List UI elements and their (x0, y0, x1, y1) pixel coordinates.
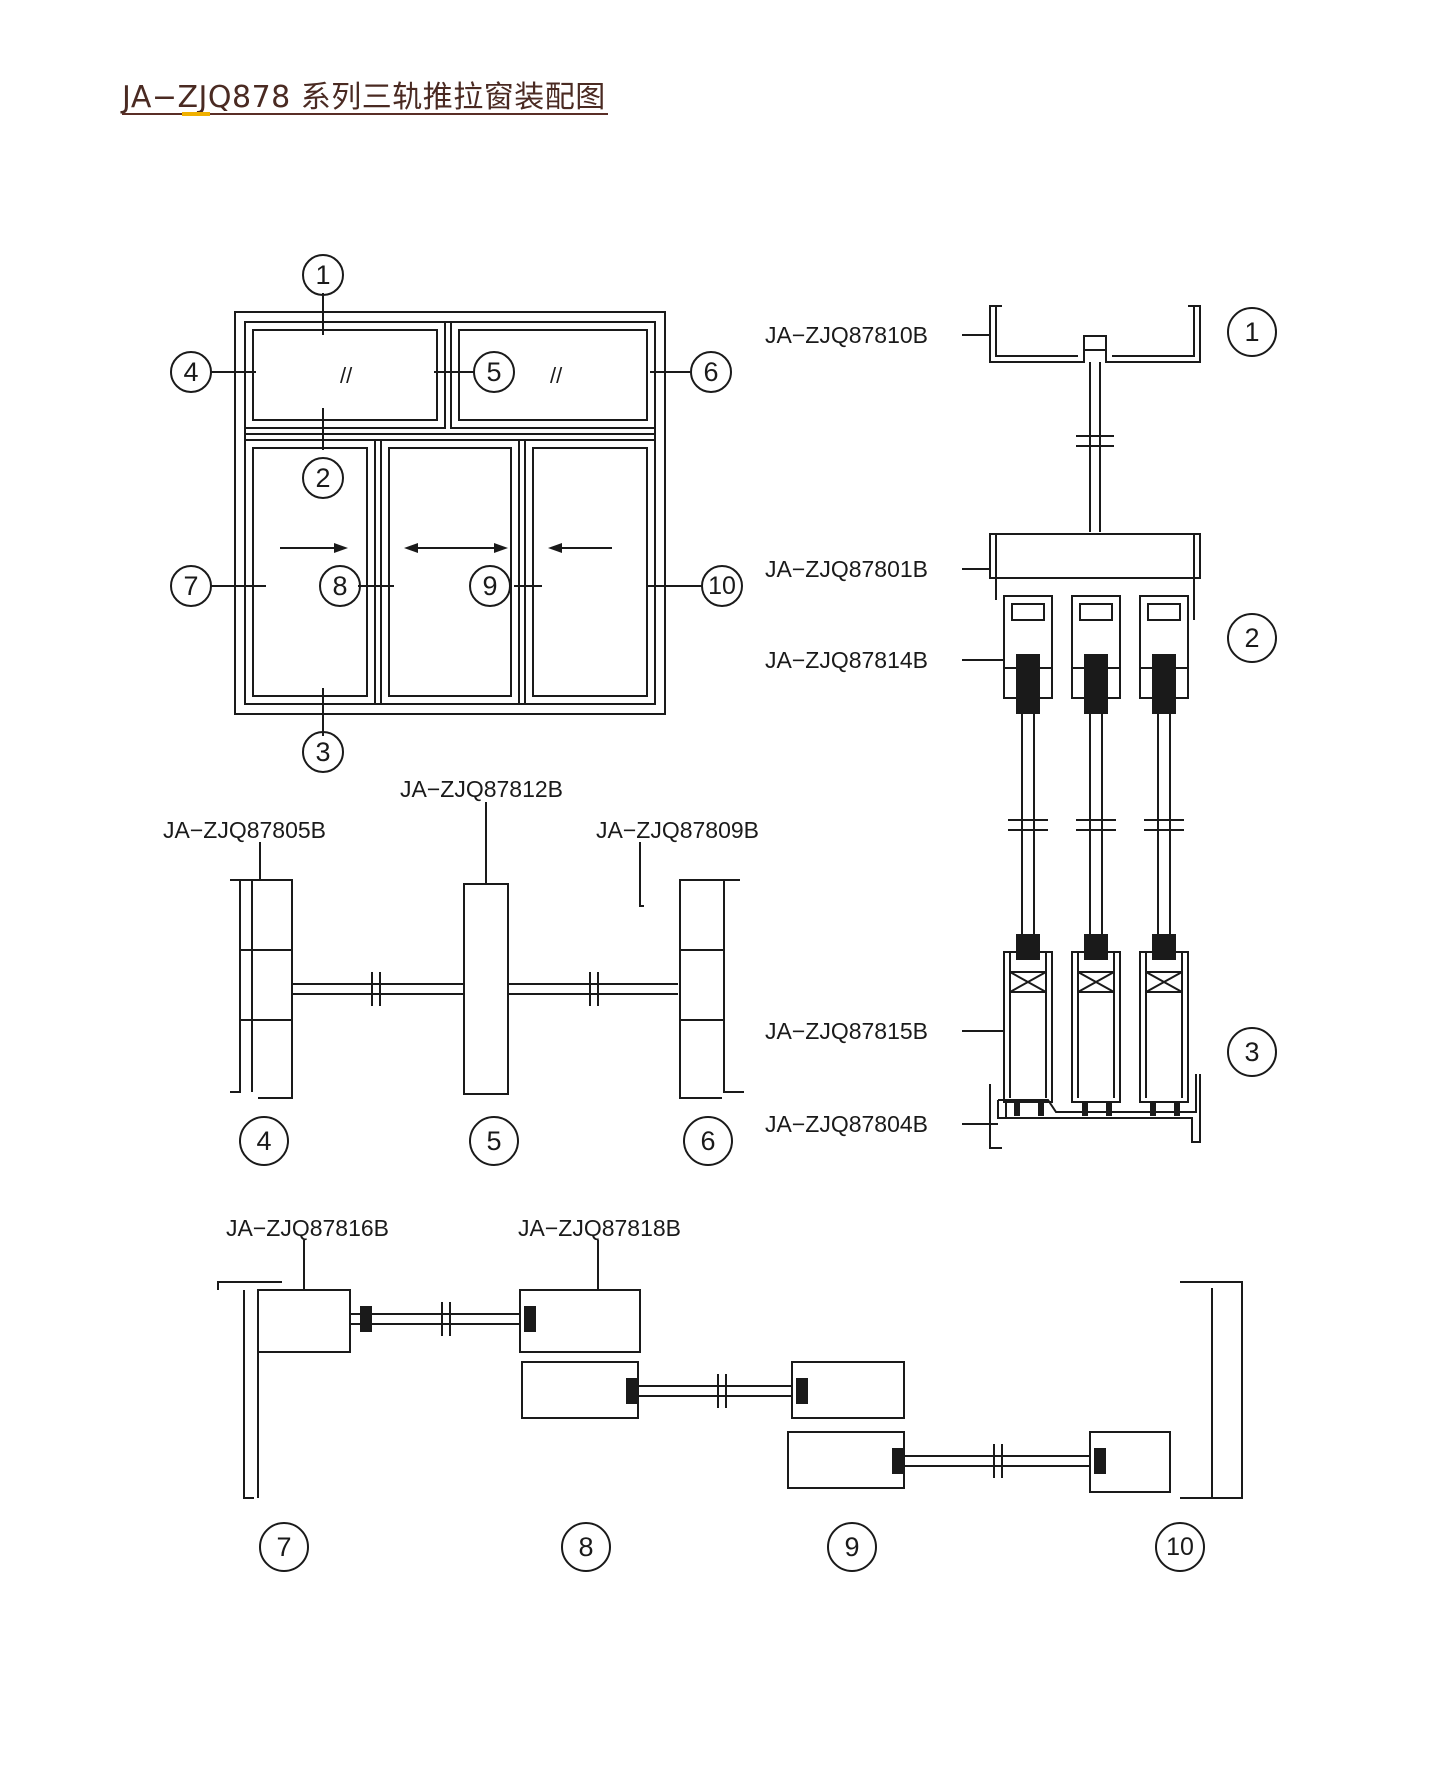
profile-87812B (463, 883, 509, 1095)
marker-circle-4 (170, 351, 212, 393)
hsec-circle-8 (561, 1522, 611, 1572)
hsec-circle-7 (259, 1522, 309, 1572)
glass-mark-right: // (550, 363, 563, 388)
tsec-marker-4: 4 (256, 1126, 271, 1156)
marker-7: 7 (183, 571, 198, 601)
outer-frame (234, 311, 666, 715)
top-right-sash (450, 321, 656, 429)
marker-4: 4 (183, 357, 198, 387)
tsec-circle-6 (683, 1116, 733, 1166)
marker-3: 3 (315, 737, 330, 767)
label-87810B: JA−ZJQ87810B (765, 322, 928, 348)
tsec-marker-5: 5 (486, 1126, 501, 1156)
tsec-circle-5 (469, 1116, 519, 1166)
hsec-marker-7: 7 (276, 1532, 291, 1562)
horizontal-section (217, 1240, 1243, 1499)
label-87801B: JA−ZJQ87801B (765, 556, 928, 582)
marker-8: 8 (332, 571, 347, 601)
window-elevation (210, 293, 702, 736)
marker-1: 1 (315, 260, 330, 290)
vsec-circle-1 (1227, 307, 1277, 357)
tsec-circle-4 (239, 1116, 289, 1166)
label-87815B: JA−ZJQ87815B (765, 1018, 928, 1044)
title-accent-bar (182, 112, 210, 116)
page-title: JA−ZJQ878 系列三轨推拉窗装配图 (122, 80, 606, 115)
hsec-circle-10 (1155, 1522, 1205, 1572)
label-87814B: JA−ZJQ87814B (765, 647, 928, 673)
marker-circle-10 (701, 565, 743, 607)
sliding-sash-middle (380, 439, 520, 705)
vertical-section (989, 305, 1201, 1149)
label-87816B: JA−ZJQ87816B (226, 1215, 389, 1241)
profile-87801B (989, 533, 1201, 579)
marker-circle-2 (302, 457, 344, 499)
marker-circle-8 (319, 565, 361, 607)
tsec-marker-6: 6 (700, 1126, 715, 1156)
glass-mark-left: // (340, 363, 353, 388)
label-87805B: JA−ZJQ87805B (163, 817, 326, 843)
marker-2: 2 (315, 463, 330, 493)
hsec-marker-9: 9 (844, 1532, 859, 1562)
profile-87818B (519, 1289, 641, 1353)
vsec-marker-3: 3 (1244, 1037, 1259, 1067)
marker-circle-3 (302, 731, 344, 773)
vsec-circle-2 (1227, 613, 1277, 663)
hsec-marker-10: 10 (1166, 1533, 1194, 1561)
title-underline (122, 113, 608, 115)
label-87812B: JA−ZJQ87812B (400, 776, 563, 802)
marker-9: 9 (482, 571, 497, 601)
marker-10: 10 (708, 572, 736, 600)
label-87818B: JA−ZJQ87818B (518, 1215, 681, 1241)
vsec-marker-2: 2 (1244, 623, 1259, 653)
marker-circle-5 (473, 351, 515, 393)
marker-circle-1 (302, 254, 344, 296)
label-87809B: JA−ZJQ87809B (596, 817, 759, 843)
transom-section (230, 802, 744, 1099)
label-87804B: JA−ZJQ87804B (765, 1111, 928, 1137)
profile-87816B (257, 1289, 351, 1353)
marker-5: 5 (486, 357, 501, 387)
marker-circle-6 (690, 351, 732, 393)
vsec-circle-3 (1227, 1027, 1277, 1077)
hsec-marker-8: 8 (578, 1532, 593, 1562)
sliding-sash-right (524, 439, 656, 705)
vsec-marker-1: 1 (1244, 317, 1259, 347)
marker-circle-9 (469, 565, 511, 607)
hsec-circle-9 (827, 1522, 877, 1572)
sliding-sash-left (244, 439, 376, 705)
marker-6: 6 (703, 357, 718, 387)
top-left-sash (244, 321, 446, 429)
marker-circle-7 (170, 565, 212, 607)
